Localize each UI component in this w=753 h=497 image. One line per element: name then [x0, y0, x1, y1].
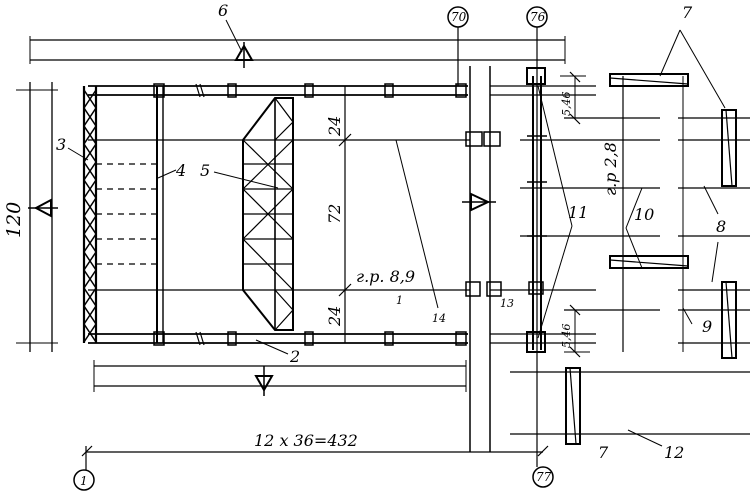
callout-3: 3: [56, 135, 66, 154]
level-marker-left: [28, 198, 58, 218]
dim-24-bottom: 24: [325, 306, 344, 327]
axis-label-70: 70: [451, 10, 467, 24]
main-beams: [88, 85, 470, 344]
axis-label-77: 77: [536, 470, 552, 484]
callout-13: 13: [500, 297, 514, 310]
callout-8: 8: [716, 217, 726, 236]
right-horizontals: [490, 75, 750, 435]
callout-1: 1: [396, 294, 403, 307]
callout-2: 2: [289, 347, 300, 366]
callout-7-bottom: 7: [598, 443, 609, 462]
axis-70: [447, 6, 469, 86]
axis-label-1: 1: [80, 474, 88, 488]
callout-4: 4: [175, 161, 186, 180]
dim-120: 120: [3, 202, 25, 238]
right-bay-verticals: [469, 66, 491, 452]
dim-72: 72: [325, 204, 344, 224]
callout-7-top: 7: [682, 3, 693, 22]
crane-blocks: [565, 73, 737, 445]
callout-9: 9: [702, 317, 712, 336]
gap-dimension-ticks: [569, 71, 581, 358]
bottom-dimension-lines: [81, 360, 549, 457]
callout-6: 6: [218, 1, 228, 20]
dashed-struts: [96, 163, 158, 265]
callout-14: 14: [432, 312, 446, 325]
level-marker-top: [234, 42, 254, 68]
column-line-4: [156, 86, 164, 343]
dim-length-total: 12 x 36=432: [254, 431, 358, 450]
axis-label-76: 76: [530, 10, 546, 24]
level-marker-bottom: [254, 366, 274, 396]
callout-12: 12: [664, 443, 684, 462]
axis-1: [73, 446, 95, 491]
callout-11: 11: [568, 203, 588, 222]
top-dimension-lines: [29, 36, 566, 64]
end-truss: [82, 86, 98, 343]
dim-5-46-bottom: 5,46: [560, 324, 573, 349]
axis-76-77: [526, 6, 554, 488]
span-dimension: [338, 86, 352, 343]
annotation-crane-load-left: г.р. 8,9: [356, 267, 415, 286]
leader-6: [225, 19, 243, 53]
dim-5-46-top: 5,46: [560, 92, 573, 117]
dim-24-top: 24: [325, 116, 344, 137]
callout-5: 5: [200, 161, 210, 180]
annotation-crane-load-right: г.р 2,8: [601, 142, 620, 196]
beam-nodes: [153, 83, 502, 346]
labels: 70 76 77 1 6 3 4 5 2 1 14 13 11 10 7 8 9…: [3, 1, 726, 488]
level-marker-right: [462, 192, 496, 212]
callout-10: 10: [634, 205, 654, 224]
leader-lines: [67, 29, 726, 447]
central-truss: [242, 97, 294, 331]
